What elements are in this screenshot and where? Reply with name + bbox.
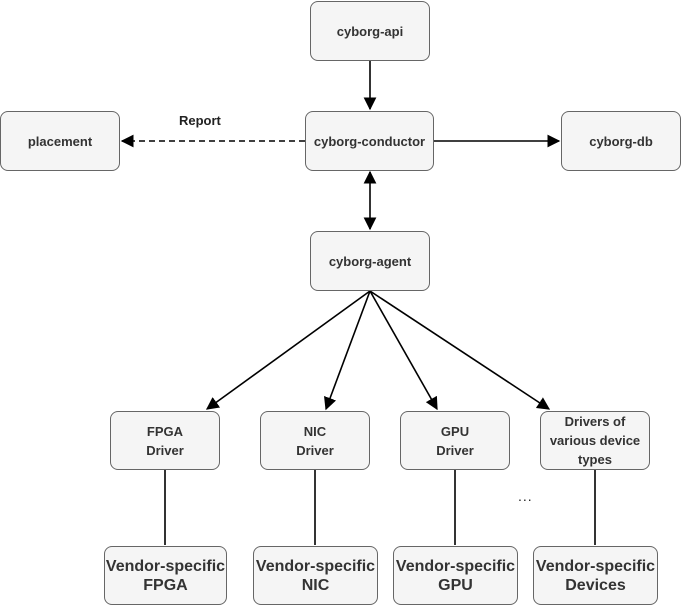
node-label: placement — [27, 133, 93, 149]
node-label: Vendor-specific GPU — [395, 557, 516, 594]
node-other-drivers: Drivers of various device types — [540, 411, 650, 470]
node-label: cyborg-conductor — [313, 133, 426, 149]
node-gpu-driver: GPU Driver — [400, 411, 510, 470]
node-label: FPGA Driver — [146, 423, 184, 458]
node-vendor-fpga: Vendor-specific FPGA — [104, 546, 227, 605]
node-cyborg-conductor: cyborg-conductor — [305, 111, 434, 171]
node-vendor-gpu: Vendor-specific GPU — [393, 546, 518, 605]
node-label: NIC Driver — [296, 423, 334, 458]
node-fpga-driver: FPGA Driver — [110, 411, 220, 470]
node-placement: placement — [0, 111, 120, 171]
node-vendor-devices: Vendor-specific Devices — [533, 546, 658, 605]
ellipsis-label: ... — [518, 488, 533, 504]
node-label: Vendor-specific NIC — [255, 557, 376, 594]
node-cyborg-db: cyborg-db — [561, 111, 681, 171]
node-label: Vendor-specific FPGA — [105, 557, 226, 594]
node-label: cyborg-agent — [328, 253, 412, 269]
node-nic-driver: NIC Driver — [260, 411, 370, 470]
node-label: cyborg-db — [589, 133, 653, 149]
node-label: Drivers of various device types — [549, 414, 641, 467]
edge-agent-nic-driver — [324, 290, 371, 411]
node-label: cyborg-api — [336, 23, 404, 39]
node-cyborg-agent: cyborg-agent — [310, 231, 430, 291]
node-label: Vendor-specific Devices — [535, 557, 656, 594]
node-cyborg-api: cyborg-api — [310, 1, 430, 61]
edge-label-report: Report — [179, 113, 221, 128]
node-vendor-nic: Vendor-specific NIC — [253, 546, 378, 605]
edge-agent-gpu-driver — [369, 290, 438, 411]
edge-agent-other-drivers — [369, 290, 551, 410]
node-label: GPU Driver — [436, 423, 474, 458]
edge-agent-fpga-driver — [205, 290, 371, 410]
